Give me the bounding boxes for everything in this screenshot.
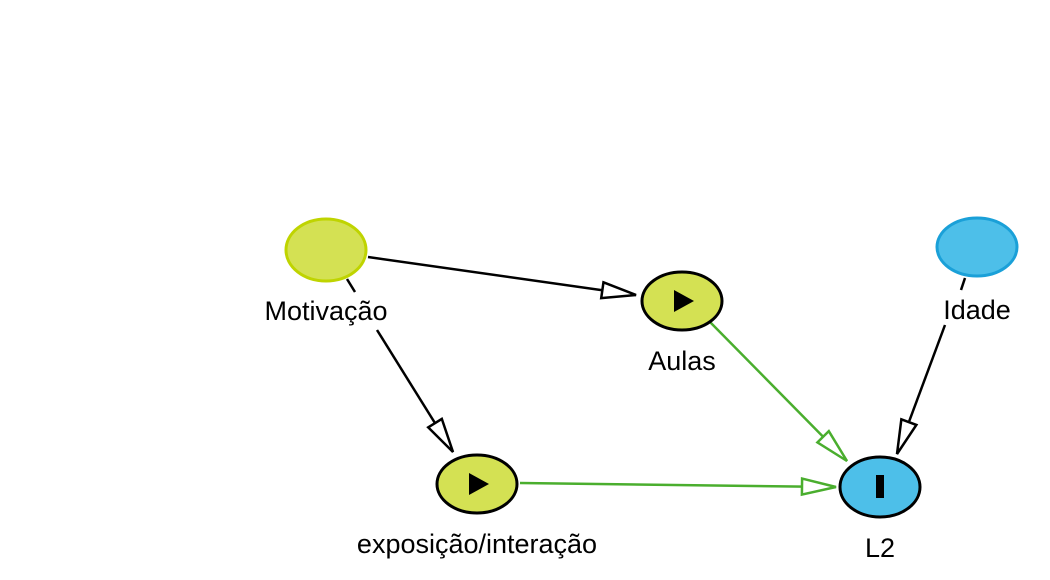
outcome-bar-icon: [876, 475, 884, 498]
node-label: exposição/interação: [357, 529, 597, 559]
node-label: L2: [865, 533, 895, 563]
play-icon: [674, 290, 694, 312]
edge-motivacao-exposicao-stub: [345, 278, 357, 293]
node-motivacao[interactable]: Motivação: [264, 217, 388, 326]
edge-idade-l2-stub: [959, 277, 967, 291]
node-idade[interactable]: Idade: [935, 216, 1019, 325]
node-label: Aulas: [648, 346, 716, 376]
edge-idade-l2[interactable]: [895, 324, 947, 455]
edge-exposicao-l2[interactable]: [519, 476, 837, 497]
play-icon: [469, 473, 489, 495]
edge-motivacao-aulas[interactable]: [367, 255, 637, 300]
edge-aulas-l2[interactable]: [709, 321, 849, 463]
edge-motivacao-exposicao[interactable]: [375, 329, 455, 453]
node-aulas[interactable]: Aulas: [640, 270, 724, 376]
node-exposicao[interactable]: exposição/interação: [357, 453, 597, 559]
node-label: Motivação: [264, 296, 387, 326]
node-label: Idade: [943, 295, 1011, 325]
node-l2[interactable]: L2: [838, 455, 922, 563]
